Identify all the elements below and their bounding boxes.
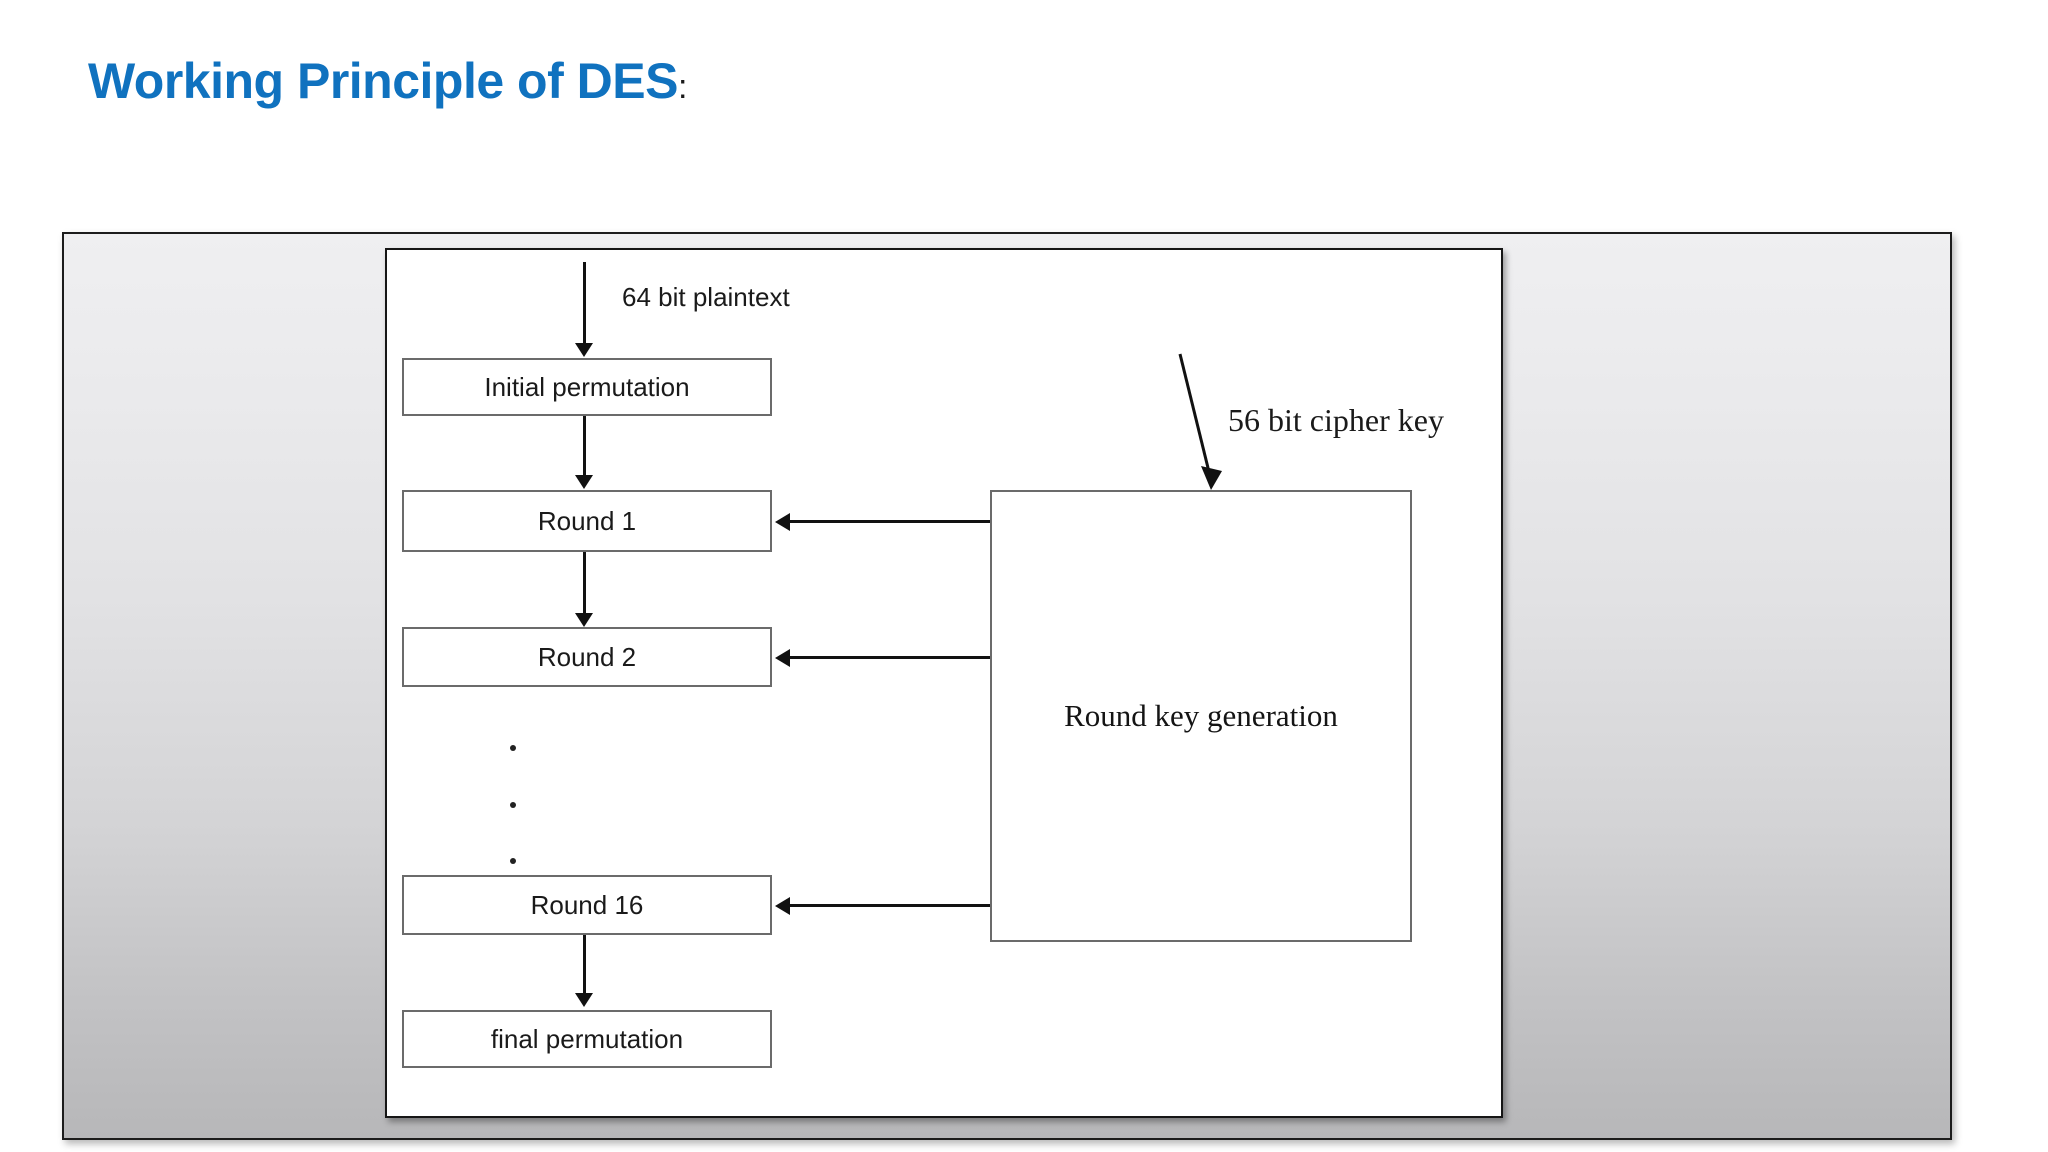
arrow-keygen-to-round16-line (790, 904, 990, 907)
arrow-plaintext-head (575, 343, 593, 357)
arrow-ip-to-round1-line (583, 416, 586, 482)
arrow-round1-to-round2-head (575, 613, 593, 627)
flow-box-label: Round 16 (530, 889, 644, 920)
arrow-keygen-to-round1-line (790, 520, 990, 523)
arrow-cipher-key (1178, 353, 1222, 490)
flow-box-round-1[interactable]: Round 1 (402, 490, 772, 552)
arrow-keygen-to-round2-line (790, 656, 990, 659)
flow-box-initial-permutation[interactable]: Initial permutation (402, 358, 772, 416)
arrow-keygen-to-round16-head (775, 897, 790, 915)
page-title: Working Principle of DES: (88, 52, 687, 110)
page-title-text: Working Principle of DES (88, 53, 678, 109)
arrow-round16-to-final-head (575, 993, 593, 1007)
ellipsis-dot (510, 858, 516, 864)
flow-box-round-16[interactable]: Round 16 (402, 875, 772, 935)
arrow-round1-to-round2-line (583, 552, 586, 620)
label-64-bit-plaintext: 64 bit plaintext (622, 282, 790, 312)
arrow-plaintext-line (583, 262, 586, 350)
arrow-keygen-to-round2-head (775, 649, 790, 667)
arrow-keygen-to-round1-head (775, 513, 790, 531)
label-56-bit-cipher-key: 56 bit cipher key (1228, 402, 1444, 438)
arrow-ip-to-round1-head (575, 475, 593, 489)
flow-box-label: Round 1 (537, 505, 637, 536)
page-title-colon: : (677, 68, 687, 106)
arrow-round16-to-final-line (583, 935, 586, 1000)
flow-box-label: Round 2 (537, 641, 637, 672)
ellipsis-dot (510, 745, 516, 751)
flow-box-final-permutation[interactable]: final permutation (402, 1010, 772, 1068)
flow-box-round-2[interactable]: Round 2 (402, 627, 772, 687)
flow-box-label: final permutation (490, 1023, 684, 1054)
flow-box-label: Initial permutation (484, 371, 690, 402)
flow-box-label: Round key generation (1064, 698, 1338, 733)
ellipsis-dot (510, 802, 516, 808)
flow-box-round-key-generation[interactable]: Round key generation (990, 490, 1412, 942)
